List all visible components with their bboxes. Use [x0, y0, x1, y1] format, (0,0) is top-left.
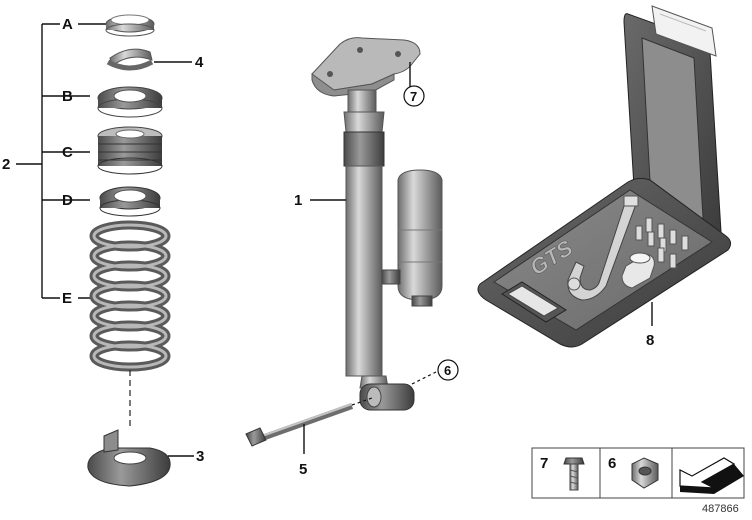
seat-d	[99, 186, 161, 217]
callout-7-circle	[403, 85, 425, 107]
lower-seat-3: 3	[87, 429, 204, 487]
callout-A: A	[62, 16, 73, 33]
callout-2: 2	[2, 156, 10, 173]
group-bracket	[16, 23, 90, 299]
callout-3: 3	[196, 448, 204, 465]
hex-nut-icon	[631, 457, 659, 489]
callout-4: 4	[195, 54, 204, 71]
coil-spring-e	[89, 220, 171, 372]
callout-C: C	[62, 144, 73, 161]
split-ring-4: 4	[106, 48, 204, 71]
callout-1: 1	[294, 192, 302, 209]
document-number: 487866	[702, 503, 739, 515]
spring-assembly-group: 2 A B C D E 4	[2, 14, 204, 487]
tool-kit-8: GTS 8	[477, 5, 732, 349]
callout-6: 6	[444, 363, 451, 378]
legend-box: 7 6	[531, 447, 745, 499]
callout-E: E	[62, 290, 72, 307]
ring-a	[105, 14, 155, 37]
callout-B: B	[62, 88, 73, 105]
legend-item2-number: 6	[608, 455, 616, 472]
direction-arrow-icon	[679, 457, 744, 494]
callout-8: 8	[646, 332, 654, 349]
screw-icon	[563, 457, 585, 491]
callout-7: 7	[410, 89, 417, 104]
socket-pieces	[635, 217, 689, 269]
callout-D: D	[62, 192, 73, 209]
callout-5: 5	[299, 461, 307, 478]
shock-absorber-1: 1 7 6	[294, 37, 459, 411]
nut-b	[97, 86, 163, 118]
legend-item1-number: 7	[540, 455, 548, 472]
callout-6-circle	[437, 359, 459, 381]
pad-c	[97, 126, 163, 175]
bolt-5: 5	[245, 397, 373, 478]
